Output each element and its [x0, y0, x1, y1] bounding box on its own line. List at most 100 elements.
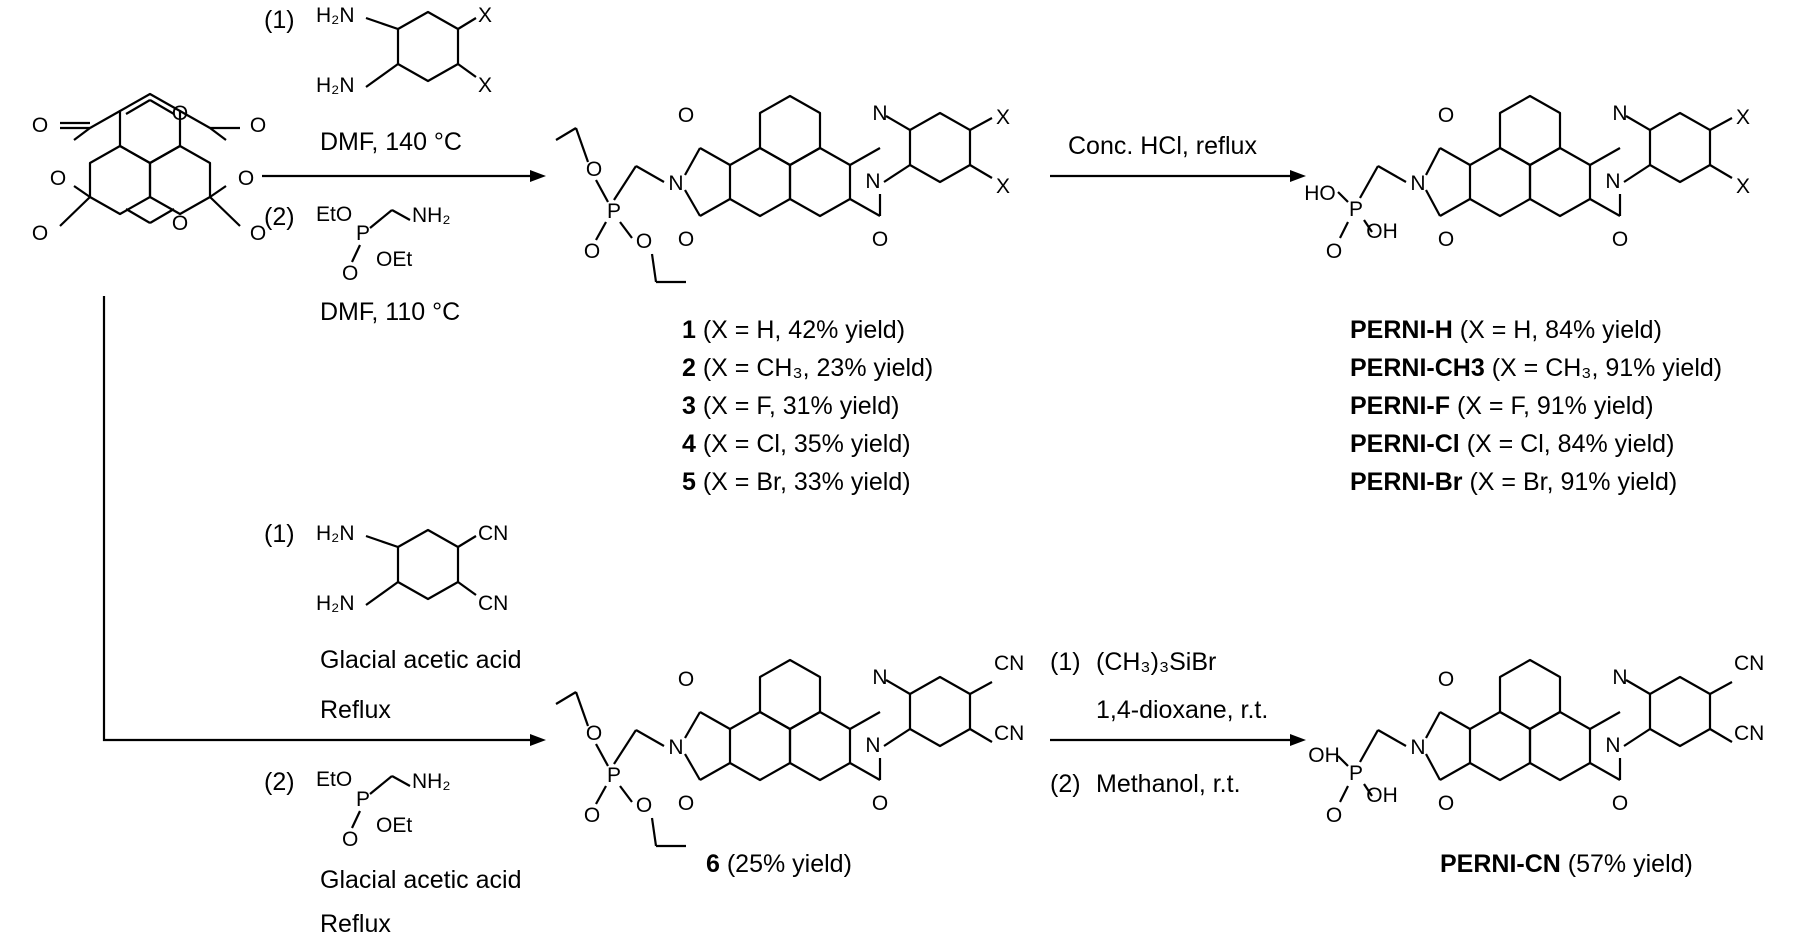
- atom-label: O: [250, 222, 266, 245]
- atom-label: O: [1438, 792, 1454, 815]
- starting-dianhydride: O O O O O O O O: [32, 92, 266, 245]
- atom-label: O: [678, 792, 694, 815]
- atom-label: O: [1438, 228, 1454, 251]
- reaction-arrow: [102, 296, 530, 742]
- substituent-x: X: [1736, 106, 1750, 129]
- atom-label: OEt: [376, 248, 412, 271]
- ester-row: 4 (X = Cl, 35% yield): [682, 430, 911, 458]
- atom-label: O: [50, 167, 66, 190]
- step-number: (1): [264, 6, 295, 34]
- atom-label: N: [1410, 172, 1425, 195]
- arrow-head: [530, 170, 546, 182]
- substituent-cn: CN: [994, 652, 1024, 675]
- atom-label: O: [172, 212, 188, 235]
- cn-acid-label: PERNI-CN (57% yield): [1440, 850, 1693, 878]
- step-number: (2): [264, 768, 295, 796]
- acid-product-structure: O O N P HO O OH N O N X X: [1304, 94, 1750, 263]
- condition-text: Methanol, r.t.: [1096, 770, 1241, 798]
- atom-label: OEt: [376, 814, 412, 837]
- condition-text: Conc. HCl, reflux: [1068, 132, 1257, 160]
- phosphorus-label: P: [607, 764, 621, 787]
- step-number: (2): [264, 203, 295, 231]
- deprotection-conditions: (1) (CH₃)₃SiBr 1,4-dioxane, r.t. (2) Met…: [1050, 648, 1268, 798]
- atom-label: O: [1612, 228, 1628, 251]
- cn-ester-structure: O O N P O O O N O N CN CN: [555, 652, 1024, 848]
- atom-label: O: [678, 668, 694, 691]
- acid-row: PERNI-Br (X = Br, 91% yield): [1350, 468, 1677, 496]
- atom-label: N: [872, 102, 887, 125]
- atom-label: O: [872, 228, 888, 251]
- amine-label: EtO: [316, 768, 352, 791]
- condition-text: 1,4-dioxane, r.t.: [1096, 696, 1268, 724]
- atom-label: N: [668, 736, 683, 759]
- amine-label: NH₂: [412, 204, 450, 227]
- ester-row: 2 (X = CH₃, 23% yield): [682, 354, 933, 382]
- substituent-x: X: [996, 106, 1010, 129]
- condition-text: DMF, 140 °C: [320, 128, 462, 156]
- substituent-x: X: [478, 4, 492, 27]
- atom-label: O: [1326, 240, 1342, 263]
- atom-label: OH: [1366, 784, 1398, 807]
- atom-label: OH: [1308, 744, 1340, 767]
- atom-label: OH: [1366, 220, 1398, 243]
- condition-text: Reflux: [320, 910, 391, 938]
- atom-label: O: [238, 167, 254, 190]
- phosphorus-label: P: [356, 222, 370, 245]
- atom-label: O: [586, 158, 602, 181]
- substituent-cn: CN: [478, 522, 508, 545]
- atom-label: O: [586, 722, 602, 745]
- ester-compound-list: 1 (X = H, 42% yield) 2 (X = CH₃, 23% yie…: [682, 316, 933, 496]
- atom-label: O: [678, 104, 694, 127]
- phosphorus-label: P: [607, 200, 621, 223]
- atom-label: O: [1326, 804, 1342, 827]
- atom-label: O: [636, 230, 652, 253]
- acid-row: PERNI-Cl (X = Cl, 84% yield): [1350, 430, 1674, 458]
- bottom-reagents: (1) H₂N H₂N CN CN Glacial acetic acid Re…: [264, 520, 521, 938]
- top-reagents: (1) H₂N H₂N X X DMF, 140 °C (2) EtO P NH…: [264, 4, 492, 326]
- arrow-head: [1290, 170, 1306, 182]
- atom-label: N: [1605, 734, 1620, 757]
- atom-label: O: [636, 794, 652, 817]
- substituent-x: X: [478, 74, 492, 97]
- amine-label: H₂N: [316, 4, 354, 27]
- ester-row: 5 (X = Br, 33% yield): [682, 468, 911, 496]
- phosphorus-label: P: [1349, 762, 1363, 785]
- atom-label: N: [872, 666, 887, 689]
- atom-label: O: [342, 828, 358, 851]
- atom-label: O: [584, 804, 600, 827]
- amine-label: NH₂: [412, 770, 450, 793]
- arrow-head: [530, 734, 546, 746]
- amine-label: EtO: [316, 203, 352, 226]
- atom-label: N: [1612, 666, 1627, 689]
- ester-row: 1 (X = H, 42% yield): [682, 316, 905, 344]
- atom-label: O: [1438, 104, 1454, 127]
- atom-label: N: [1612, 102, 1627, 125]
- acid-compound-list: PERNI-H (X = H, 84% yield) PERNI-CH3 (X …: [1350, 316, 1722, 496]
- phosphorus-label: P: [1349, 198, 1363, 221]
- step-number: (1): [264, 520, 295, 548]
- step-number: (1): [1050, 648, 1081, 676]
- atom-label: N: [1410, 736, 1425, 759]
- substituent-cn: CN: [994, 722, 1024, 745]
- cn-ester-label: 6 (25% yield): [706, 850, 852, 878]
- acid-row: PERNI-H (X = H, 84% yield): [1350, 316, 1662, 344]
- atom-label: O: [584, 240, 600, 263]
- atom-label: O: [32, 222, 48, 245]
- ester-product-structure: O O N P O O O N O N X X: [555, 94, 1010, 284]
- substituent-cn: CN: [1734, 652, 1764, 675]
- atom-label: N: [865, 170, 880, 193]
- amine-label: H₂N: [316, 522, 354, 545]
- atom-label: O: [678, 228, 694, 251]
- substituent-x: X: [996, 175, 1010, 198]
- substituent-cn: CN: [478, 592, 508, 615]
- atom-label: O: [1438, 668, 1454, 691]
- condition-text: DMF, 110 °C: [320, 298, 460, 326]
- atom-label: O: [250, 114, 266, 137]
- atom-label: N: [865, 734, 880, 757]
- atom-label: O: [342, 262, 358, 285]
- atom-label: HO: [1304, 182, 1336, 205]
- amine-label: H₂N: [316, 74, 354, 97]
- acid-row: PERNI-F (X = F, 91% yield): [1350, 392, 1654, 420]
- condition-text: Glacial acetic acid: [320, 646, 521, 674]
